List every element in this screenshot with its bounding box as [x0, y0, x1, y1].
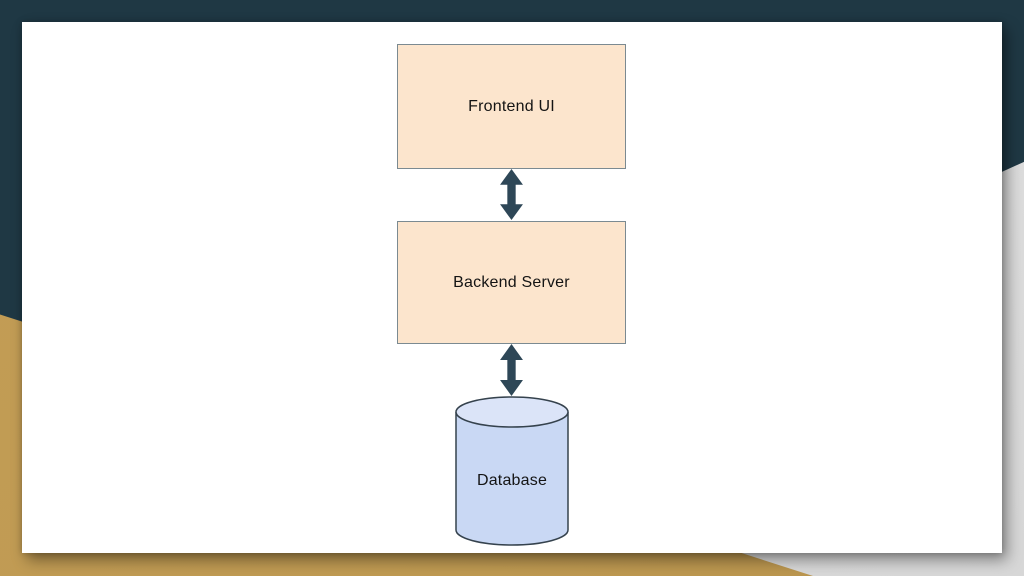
arrow-backend-database — [499, 344, 524, 396]
node-backend-server: Backend Server — [397, 221, 626, 344]
database-cylinder-icon — [455, 396, 569, 546]
double-arrow-icon — [500, 169, 523, 220]
node-frontend-ui-label: Frontend UI — [468, 97, 555, 115]
arrow-frontend-backend — [499, 169, 524, 220]
node-database — [455, 396, 569, 546]
node-backend-server-label: Backend Server — [453, 273, 570, 291]
slide-canvas: Frontend UI Backend Server — [22, 22, 1002, 553]
node-frontend-ui: Frontend UI — [397, 44, 626, 169]
double-arrow-icon — [500, 344, 523, 396]
